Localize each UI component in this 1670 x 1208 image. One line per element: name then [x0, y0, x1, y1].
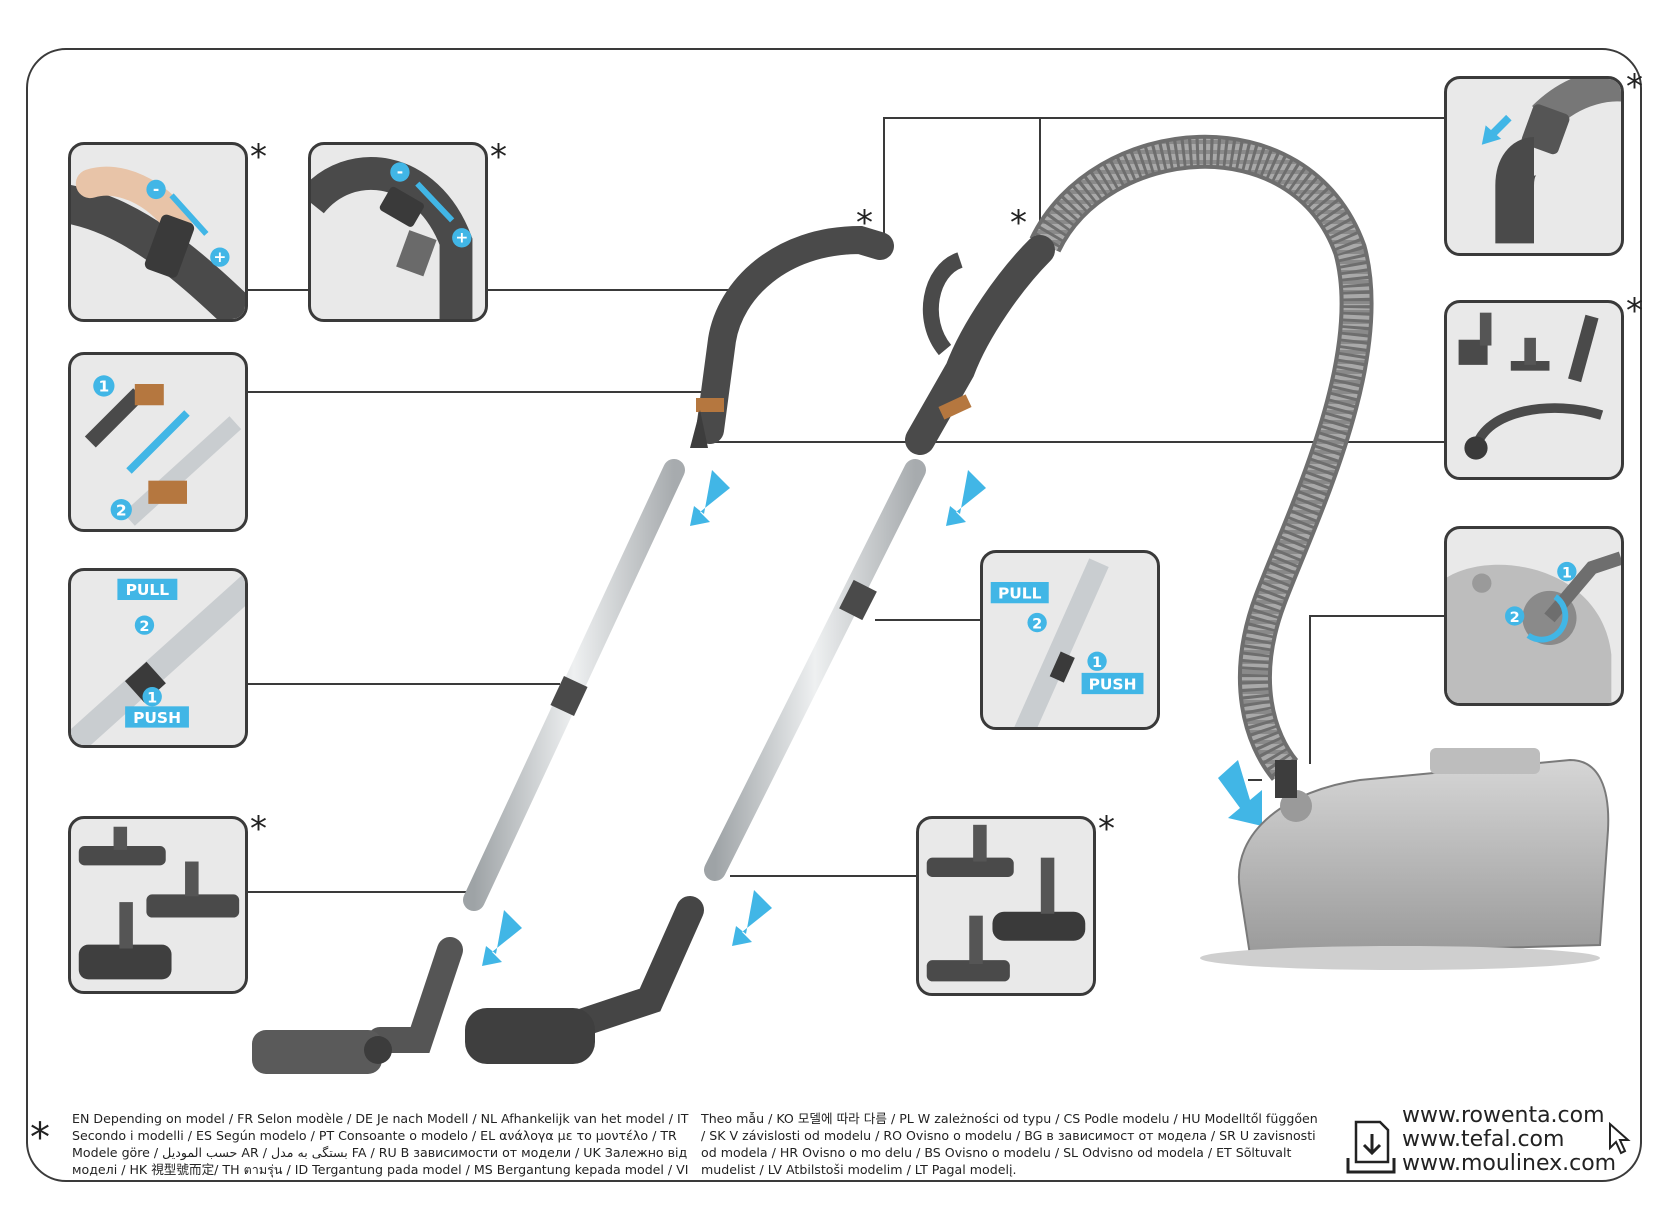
brand-urls: www.rowenta.com www.tefal.com www.moulin… [1402, 1104, 1616, 1176]
minus-badge: - [397, 163, 403, 181]
panel-suction-slider-1: - + [68, 142, 248, 322]
step-two-badge: 2 [116, 501, 127, 519]
download-manual-icon [1346, 1120, 1396, 1174]
asterisk-mark: * [490, 137, 507, 177]
asterisk-mark: * [856, 203, 873, 243]
document-frame [26, 48, 1642, 1182]
plus-badge: + [213, 248, 226, 266]
tube-right [704, 459, 926, 881]
panel-hose-insertion: 1 2 [1444, 526, 1624, 706]
panel-floor-nozzles-right [916, 816, 1096, 996]
step-two-badge: 2 [139, 619, 149, 635]
url-tefal[interactable]: www.tefal.com [1402, 1127, 1565, 1152]
push-label: PUSH [1089, 675, 1137, 693]
step-one-badge: 1 [1092, 655, 1102, 671]
asterisk-mark: * [1098, 809, 1115, 849]
step-one-badge: 1 [1562, 565, 1572, 581]
pull-label: PULL [126, 581, 170, 599]
panel-telescopic-tube-right: PULL PUSH 2 1 [980, 550, 1160, 730]
panel-floor-nozzles-left [68, 816, 248, 994]
handle-right [905, 235, 1055, 455]
floor-nozzle-left [252, 937, 463, 1074]
vacuum-body [1200, 748, 1610, 970]
cursor-icon [1609, 1122, 1631, 1155]
panel-hose-connector [1444, 76, 1624, 256]
plus-badge: + [455, 229, 468, 247]
step-one-badge: 1 [147, 690, 157, 706]
step-two-badge: 2 [1510, 610, 1520, 626]
footer-asterisk: * [30, 1115, 50, 1161]
assembly-arrows [482, 470, 1262, 966]
step-one-badge: 1 [98, 378, 109, 396]
push-label: PUSH [133, 709, 181, 727]
asterisk-mark: * [1626, 67, 1643, 107]
asterisk-mark: * [1626, 291, 1643, 331]
depending-on-model-note: EN Depending on model / FR Selon modèle … [72, 1110, 1322, 1178]
panel-suction-slider-2: - + [308, 142, 488, 322]
asterisk-mark: * [250, 809, 267, 849]
panel-telescopic-tube-left: PULL PUSH 2 1 [68, 568, 248, 748]
asterisk-mark: * [1010, 203, 1027, 243]
url-moulinex[interactable]: www.moulinex.com [1402, 1151, 1617, 1176]
panel-accessory-tools [1444, 300, 1624, 480]
handle-left [696, 225, 894, 444]
minus-badge: - [153, 180, 159, 198]
url-rowenta[interactable]: www.rowenta.com [1402, 1103, 1605, 1128]
connector-lines [248, 117, 1452, 893]
asterisk-mark: * [250, 137, 267, 177]
panel-brush-attachment: 1 2 [68, 352, 248, 532]
pull-label: PULL [998, 584, 1042, 602]
step-two-badge: 2 [1032, 616, 1042, 632]
floor-nozzle-right [465, 896, 704, 1064]
legal-text: EN Depending on model / FR Selon modèle … [72, 1111, 1318, 1177]
